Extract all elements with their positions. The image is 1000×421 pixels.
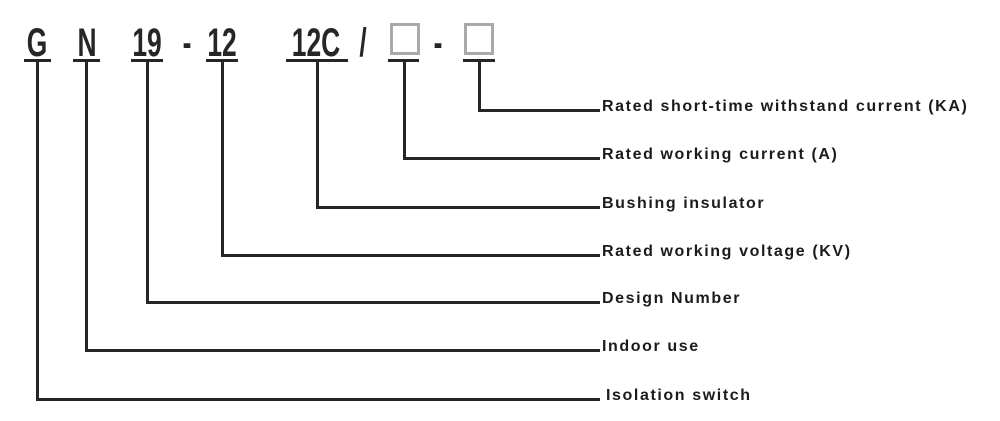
underline-tick-voltage	[206, 59, 238, 62]
code-design-number: 19	[132, 21, 162, 65]
code-dash-separator-1: -	[182, 21, 192, 65]
placeholder-box-working-current	[390, 23, 420, 55]
label-isolation-switch: Isolation switch	[606, 387, 752, 404]
underline-tick-bushing	[286, 59, 348, 62]
connector-design-number	[146, 61, 600, 304]
connector-isolation-switch	[36, 61, 600, 401]
label-design-number: Design Number	[602, 290, 742, 307]
label-bushing-insulator: Bushing insulator	[602, 195, 766, 212]
underline-tick-series	[24, 59, 51, 62]
code-slash-separator: /	[359, 21, 367, 65]
label-rated-working-current: Rated working current (A)	[602, 146, 839, 163]
underline-tick-indoor	[73, 59, 100, 62]
label-rated-working-voltage: Rated working voltage (KV)	[602, 243, 852, 260]
underline-tick-design	[131, 59, 163, 62]
code-bushing-code: 12C	[291, 21, 341, 65]
code-dash-separator-2: -	[433, 21, 443, 65]
code-voltage-number: 12	[207, 21, 237, 65]
connector-working-current	[403, 61, 600, 160]
placeholder-box-withstand-current	[464, 23, 494, 55]
connector-working-voltage	[221, 61, 600, 257]
code-installation-letter: N	[77, 21, 97, 65]
label-short-time-withstand-current: Rated short-time withstand current (KA)	[602, 98, 969, 115]
connector-bushing-insulator	[316, 61, 600, 209]
connector-indoor-use	[85, 61, 600, 352]
underline-tick-withstand	[463, 59, 495, 62]
connector-withstand-current	[478, 61, 600, 112]
underline-tick-current	[388, 59, 419, 62]
code-series-letter: G	[26, 21, 48, 65]
label-indoor-use: Indoor use	[602, 338, 700, 355]
